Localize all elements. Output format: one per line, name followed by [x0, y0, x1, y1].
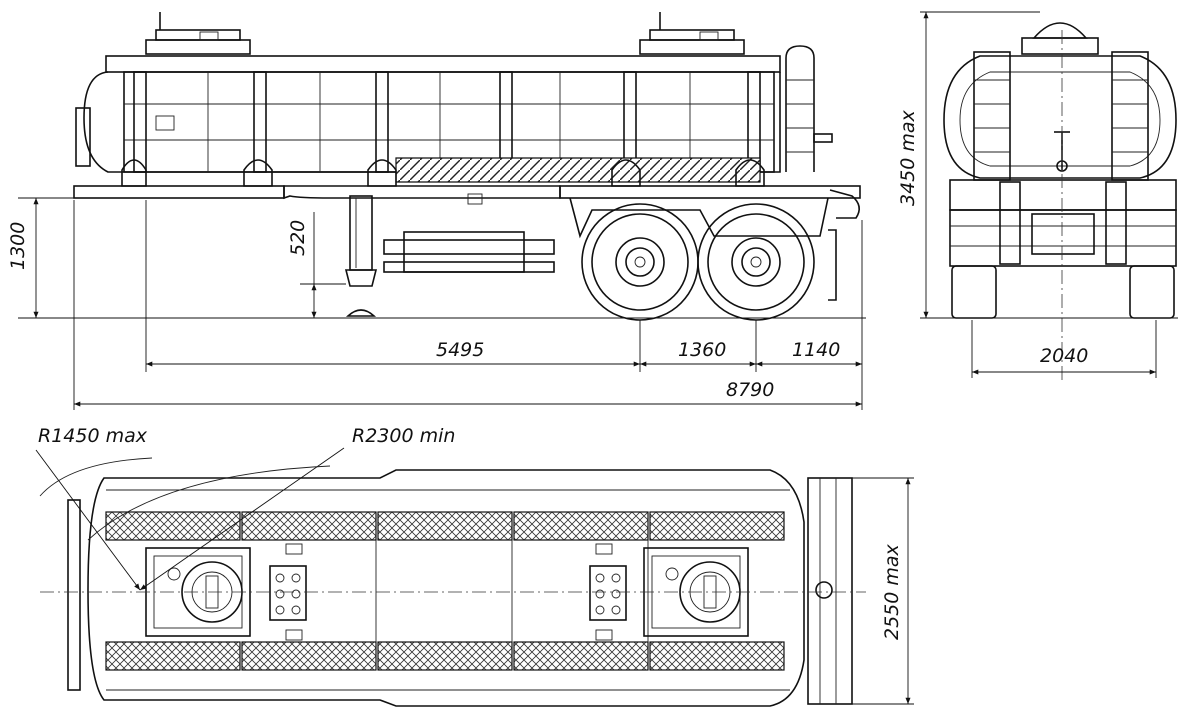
front-wheel-right — [1129, 265, 1175, 319]
top-view: R1450 max R2300 min 2550 max — [35, 425, 914, 707]
manhole-front — [145, 12, 251, 55]
front-view: 3450 max 2040 — [897, 11, 1178, 380]
top-walkways — [105, 511, 785, 671]
manhole-rear — [639, 12, 745, 55]
tank-ribs — [133, 71, 761, 173]
radius-1450: R1450 max — [35, 425, 153, 591]
top-valve-plate-front — [269, 565, 307, 621]
dim-text-5495: 5495 — [436, 339, 484, 361]
dim-text-1140: 1140 — [792, 339, 840, 361]
dim-1140: 1140 — [756, 339, 862, 367]
dim-text-8790: 8790 — [726, 379, 774, 401]
dim-text-r2300: R2300 min — [352, 425, 455, 447]
dim-text-520: 520 — [287, 220, 309, 256]
top-valve-plate-rear — [589, 565, 627, 621]
dim-1300: 1300 — [7, 197, 39, 318]
wheel-front — [581, 203, 699, 321]
front-wheel-left — [951, 265, 997, 319]
dim-520: 520 — [287, 212, 317, 318]
tank-supports — [121, 159, 765, 187]
dim-3450: 3450 max — [897, 12, 929, 318]
dim-text-r1450: R1450 max — [38, 425, 148, 447]
dim-2550: 2550 max — [881, 478, 911, 704]
hose-box — [395, 157, 761, 183]
tank-body — [75, 45, 833, 173]
chassis-frame — [73, 185, 861, 219]
dim-text-1300: 1300 — [7, 222, 29, 270]
suspension-bracket — [569, 197, 829, 239]
tool-box — [383, 231, 555, 273]
dim-text-2040: 2040 — [1040, 345, 1088, 367]
front-ladders — [973, 51, 1149, 181]
dim-text-1360: 1360 — [678, 339, 726, 361]
dim-2040: 2040 — [972, 345, 1156, 375]
dim-text-2550: 2550 max — [881, 543, 903, 640]
radius-2300: R2300 min — [87, 425, 455, 591]
dim-1360: 1360 — [640, 339, 756, 367]
side-view: 1300 520 5495 1360 1140 8790 — [7, 12, 866, 410]
wheel-rear — [697, 203, 815, 321]
dim-8790: 8790 — [74, 379, 862, 407]
dim-5495: 5495 — [145, 339, 640, 367]
dim-text-3450: 3450 max — [897, 109, 919, 206]
landing-gear — [344, 195, 378, 317]
rear-bumper — [828, 229, 837, 301]
